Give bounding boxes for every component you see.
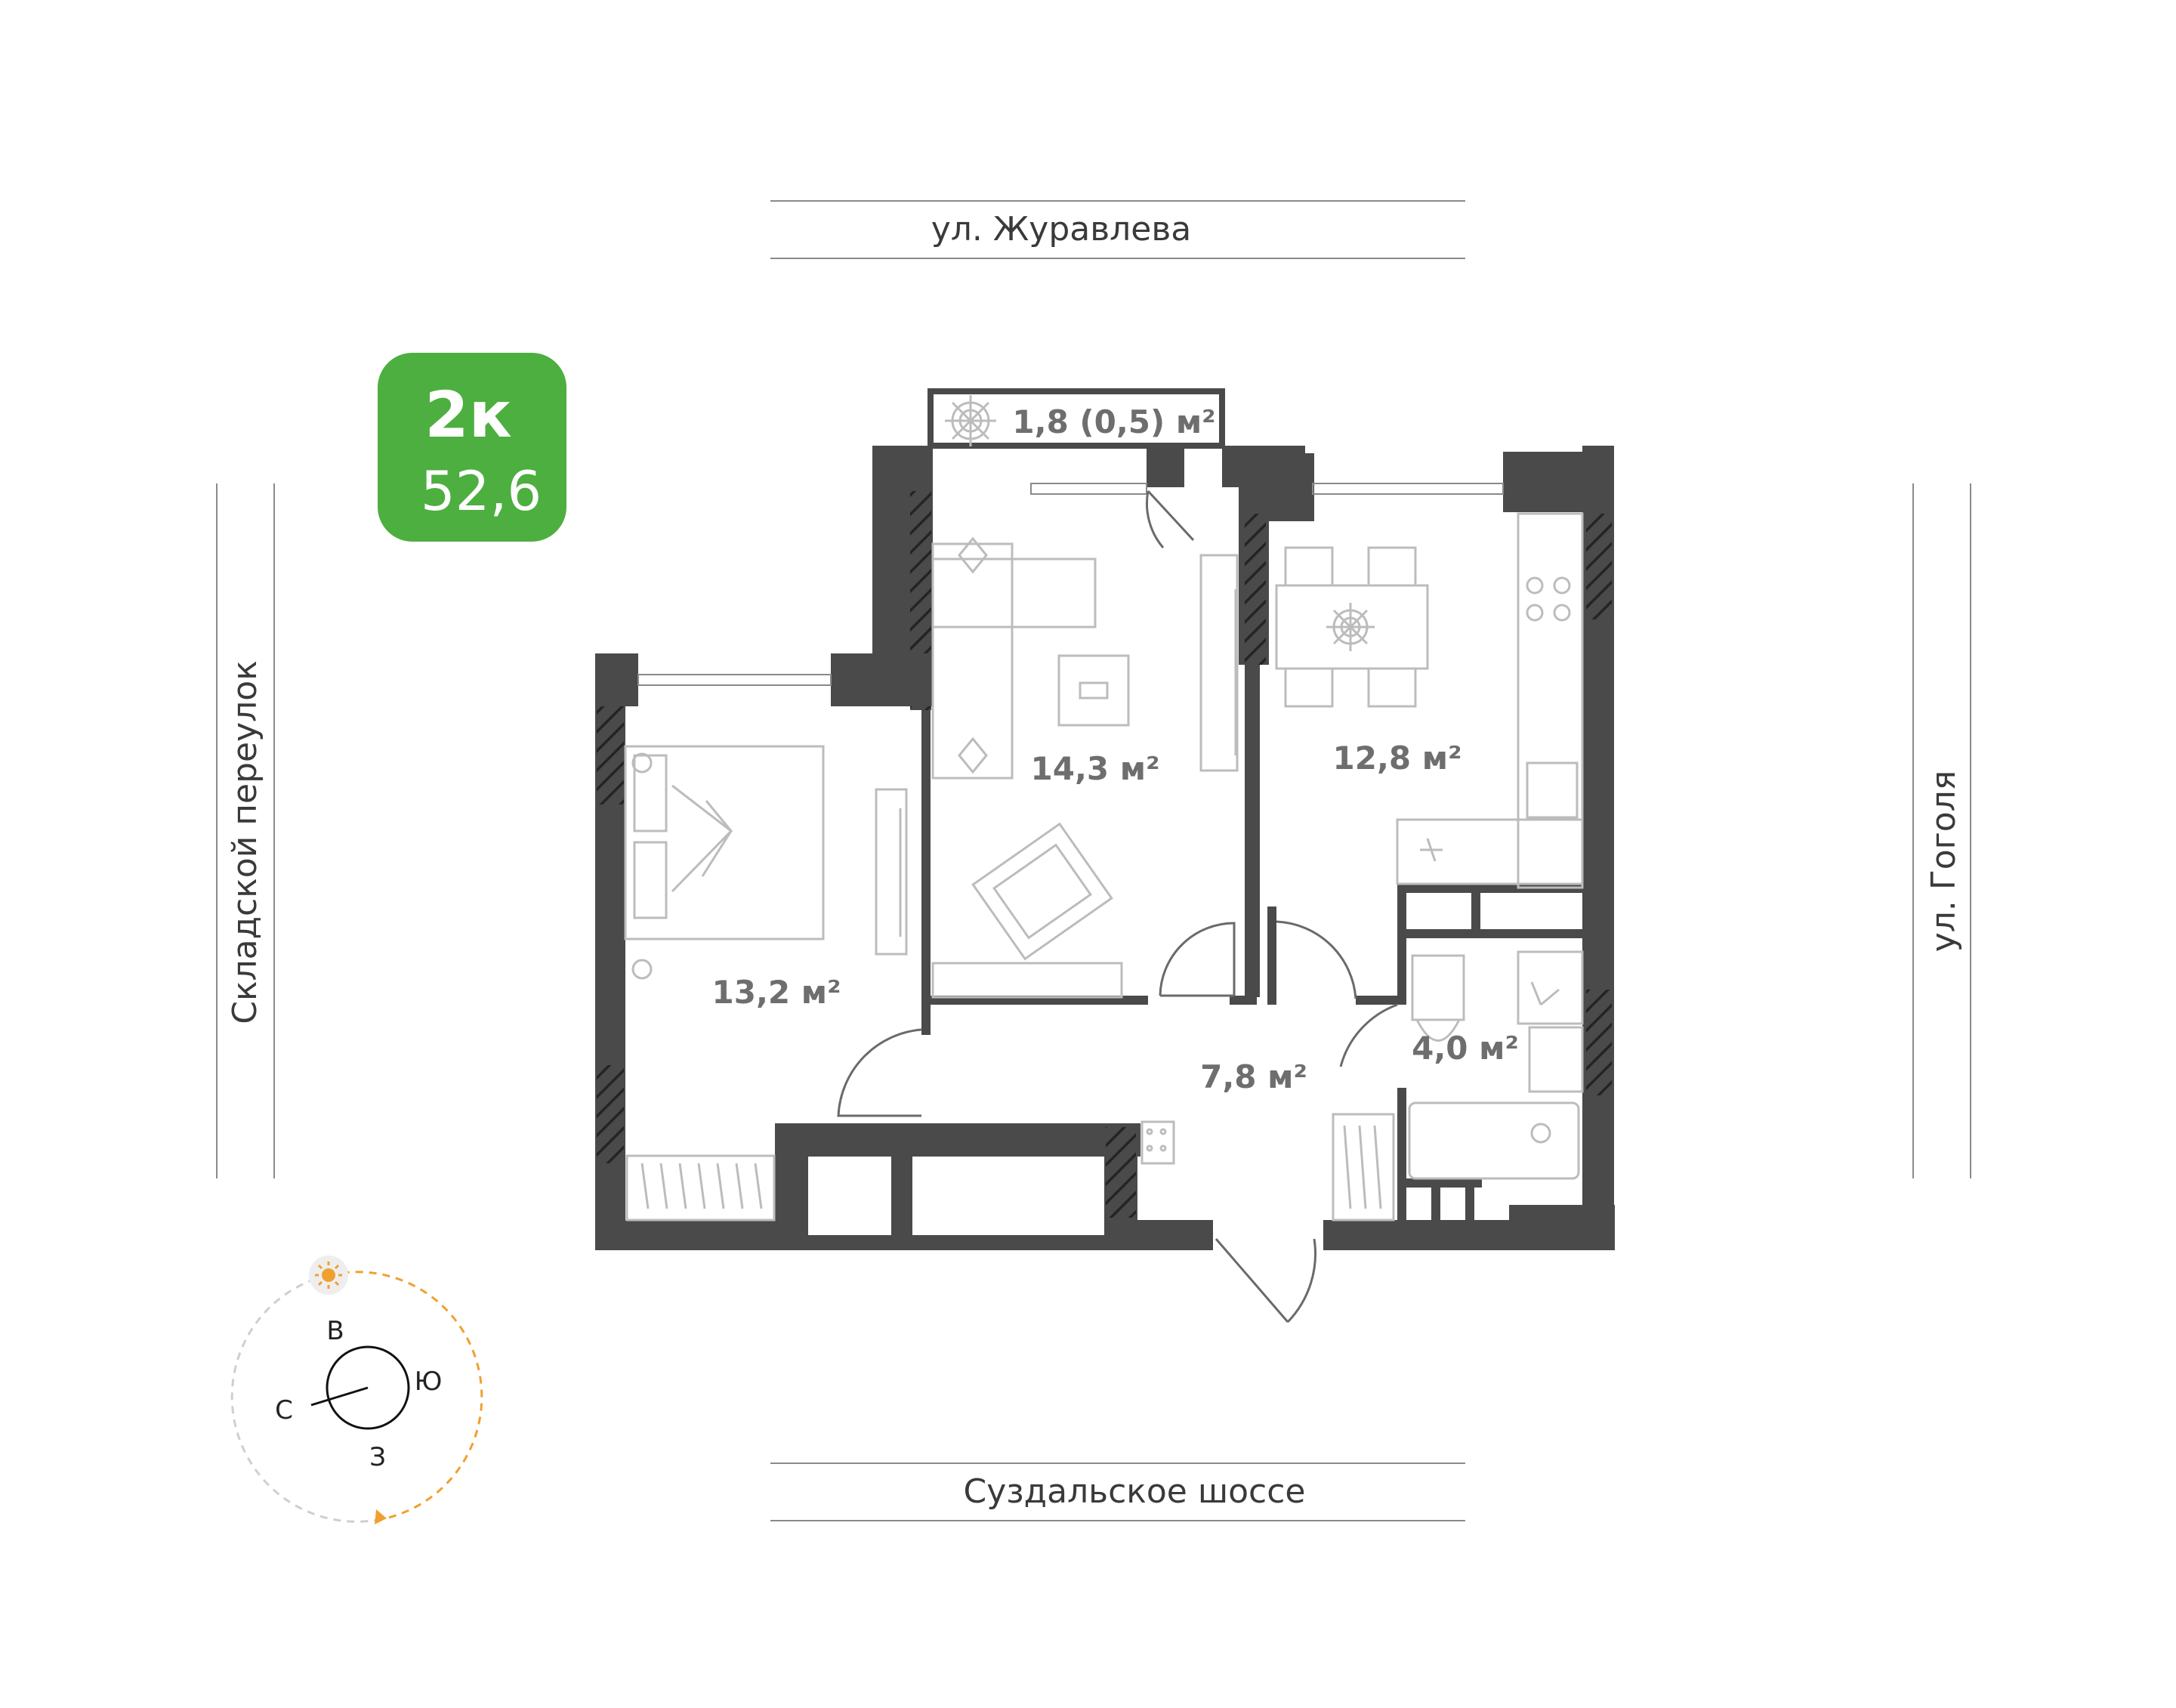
compass: В Ю З С [230,1256,483,1524]
room-labels: 14,3 м² 12,8 м² 13,2 м² 7,8 м² 4,0 м² [712,740,1519,1095]
street-top-label: ул. Журавлева [931,210,1191,249]
balcony-door [1147,490,1195,542]
plant-icon [945,395,996,446]
sun-path-arrow-icon [375,1509,387,1524]
apartment-total-area: 52,6 [421,459,542,523]
living-room-area: 14,3 м² [1031,750,1160,787]
kitchen-area: 12,8 м² [1333,740,1462,777]
bedroom-door [837,1028,922,1117]
badge-background [378,353,566,542]
hallway-area: 7,8 м² [1200,1058,1307,1095]
bathroom-area: 4,0 м² [1412,1030,1519,1067]
balcony: 1,8 (0,5) м² [928,388,1225,449]
walls [595,446,1615,1250]
furniture [624,512,1584,1222]
compass-needle [310,1386,369,1407]
compass-west: З [369,1442,386,1472]
kitchen-plant-icon [1326,603,1375,651]
windows [637,483,1504,686]
street-right: ул. Гоголя [1912,483,1971,1178]
sun-path [328,1271,483,1520]
compass-east: В [326,1316,344,1346]
street-right-label: ул. Гоголя [1924,771,1963,953]
street-left-label: Складской переулок [226,660,264,1024]
kitchen-door [1276,920,1357,999]
doors [837,490,1398,1323]
entrance-door [1215,1238,1316,1323]
sun-icon [309,1256,348,1295]
bathroom-door [1339,1003,1398,1067]
living-door [1159,922,1236,997]
balcony-area: 1,8 (0,5) м² [1012,403,1215,440]
street-bottom-label: Суздальское шоссе [964,1472,1306,1511]
bedroom-area: 13,2 м² [712,974,841,1011]
compass-north: С [275,1395,293,1425]
compass-dial [326,1345,410,1430]
street-top: ул. Журавлева [770,200,1465,259]
street-bottom: Суздальское шоссе [770,1462,1465,1521]
apartment-badge: 2к 52,6 [378,353,566,542]
compass-south: Ю [415,1367,443,1397]
night-path [230,1274,386,1523]
street-left: Складской переулок [216,483,275,1178]
apartment-type: 2к [424,378,511,452]
